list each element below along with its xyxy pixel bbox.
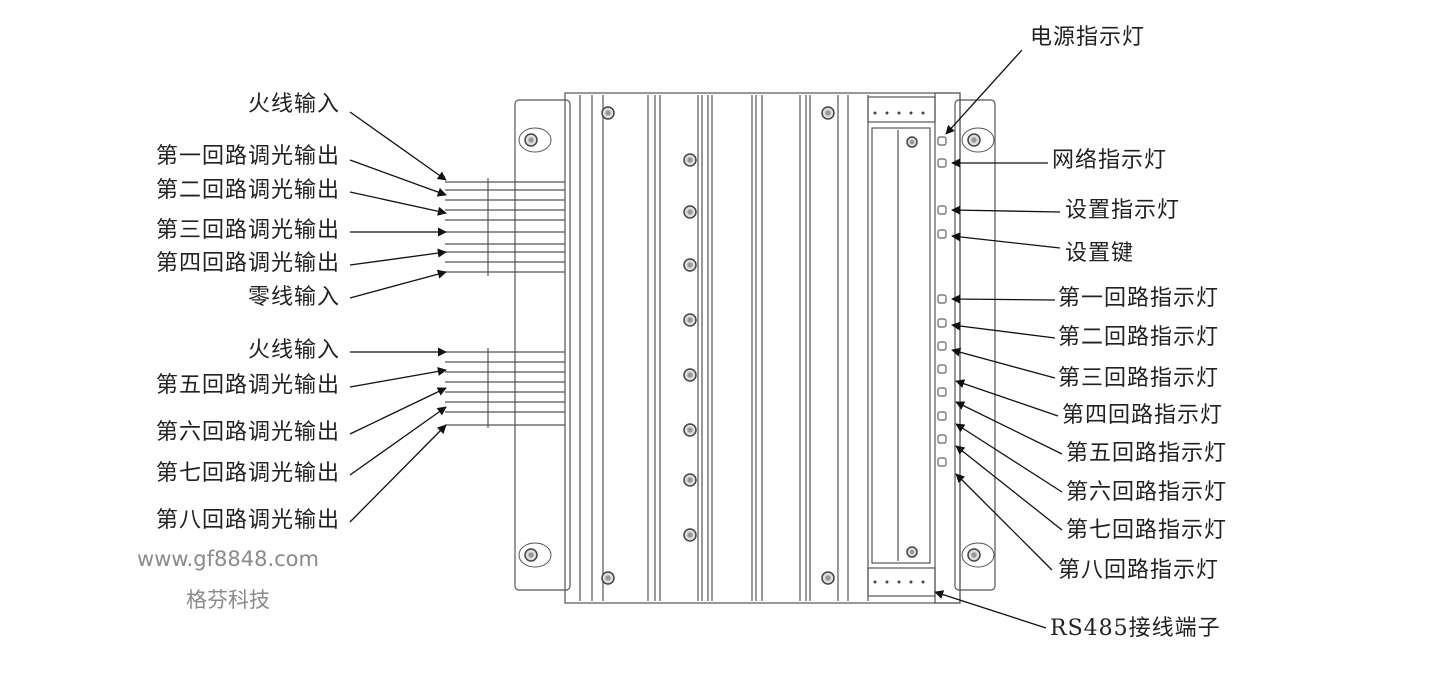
screw-center [528, 137, 534, 143]
mount-slot [518, 542, 552, 568]
led-indicator [937, 205, 947, 215]
pointer-arrow [951, 321, 1056, 339]
pointer-arrow [955, 423, 1063, 493]
screw-center [687, 427, 693, 433]
label-network-led: 网络指示灯 [1052, 148, 1168, 173]
screw-center [909, 549, 915, 555]
label-setup-key: 设置键 [1065, 241, 1135, 266]
terminal-pin [897, 111, 901, 115]
top-terminal-block [867, 96, 936, 123]
channel-panel [871, 127, 931, 564]
mount-slot [961, 127, 995, 153]
label-ch8-output: 第八回路调光输出 [155, 508, 340, 533]
pointer-arrow [955, 473, 1053, 571]
screw-center [605, 575, 611, 581]
watermark-company: 格芬科技 [186, 588, 270, 612]
label-ch2-led: 第二回路指示灯 [1058, 325, 1220, 350]
pointer-arrow [955, 445, 1063, 531]
pointer-arrow [934, 590, 1047, 629]
terminal-pin [885, 111, 889, 115]
pointer-arrow [951, 232, 1061, 249]
pointer-arrow [349, 424, 447, 523]
screw-center [687, 317, 693, 323]
screw-center [687, 262, 693, 268]
pointer-arrow [955, 379, 1059, 417]
terminal-pin [897, 580, 901, 584]
bottom-terminal-block [867, 567, 936, 597]
pointer-arrow [349, 111, 447, 181]
terminal-pin [921, 580, 925, 584]
label-ch1-led: 第一回路指示灯 [1058, 286, 1220, 311]
label-ch2-output: 第二回路调光输出 [155, 178, 340, 203]
terminal-pin [873, 111, 877, 115]
screw-center [825, 110, 831, 116]
screw-center [687, 157, 693, 163]
label-rs485-terminal: RS485接线端子 [1050, 616, 1221, 641]
label-ch6-output: 第六回路调光输出 [155, 420, 340, 445]
led-indicator [937, 434, 947, 444]
led-indicator [937, 158, 947, 168]
screw-center [528, 552, 534, 558]
label-ch4-led: 第四回路指示灯 [1062, 403, 1224, 428]
terminal-pin [921, 111, 925, 115]
label-ch4-output: 第四回路调光输出 [155, 251, 340, 276]
led-indicator [937, 457, 947, 467]
pointer-arrow [951, 205, 1061, 215]
pointer-arrow [349, 269, 447, 299]
label-ch8-led: 第八回路指示灯 [1058, 558, 1220, 583]
label-ch5-output: 第五回路调光输出 [155, 373, 340, 398]
pointer-arrow [955, 401, 1063, 455]
terminal-pin [909, 580, 913, 584]
pointer-arrow [951, 294, 1056, 304]
screw-center [825, 575, 831, 581]
screw-center [687, 532, 693, 538]
terminal-pin [885, 580, 889, 584]
led-indicator [937, 411, 947, 421]
pointer-arrow [349, 191, 447, 216]
label-ch1-output: 第一回路调光输出 [155, 144, 340, 169]
mount-slot [961, 542, 995, 568]
screw-center [687, 209, 693, 215]
label-power-led: 电源指示灯 [1030, 25, 1146, 50]
screw-center [605, 110, 611, 116]
right-mounting-bracket [954, 99, 996, 591]
led-indicator [937, 318, 947, 328]
led-indicator [937, 387, 947, 397]
led-indicator [937, 229, 947, 239]
label-ch3-led: 第三回路指示灯 [1058, 366, 1220, 391]
screw-center [971, 137, 977, 143]
label-setup-led: 设置指示灯 [1065, 198, 1181, 223]
mount-slot [518, 127, 552, 153]
watermark-url: www.gf8848.com [137, 547, 319, 571]
pointer-arrow [951, 347, 1056, 379]
label-ch6-led: 第六回路指示灯 [1066, 480, 1228, 505]
label-ch3-output: 第三回路调光输出 [155, 218, 340, 243]
pointer-arrow [349, 387, 447, 435]
terminal-pin [873, 580, 877, 584]
label-live-input-1: 火线输入 [247, 92, 340, 117]
screw-center [687, 477, 693, 483]
left-mounting-bracket [514, 99, 571, 591]
screw-center [909, 139, 915, 145]
label-neutral-input: 零线输入 [247, 285, 340, 310]
label-ch5-led: 第五回路指示灯 [1066, 441, 1228, 466]
pointer-arrow [349, 159, 447, 197]
label-ch7-led: 第七回路指示灯 [1066, 518, 1228, 543]
led-indicator [937, 364, 947, 374]
label-live-input-2: 火线输入 [247, 338, 340, 363]
pointer-arrow [349, 366, 447, 388]
pointer-arrow [349, 406, 447, 476]
pointer-arrow [349, 248, 447, 266]
pointer-arrow [945, 49, 1023, 135]
terminal-pin [909, 111, 913, 115]
label-ch7-output: 第七回路调光输出 [155, 461, 340, 486]
screw-center [687, 372, 693, 378]
screw-center [971, 552, 977, 558]
led-indicator [937, 136, 947, 146]
led-indicator [937, 294, 947, 304]
led-indicator [937, 341, 947, 351]
